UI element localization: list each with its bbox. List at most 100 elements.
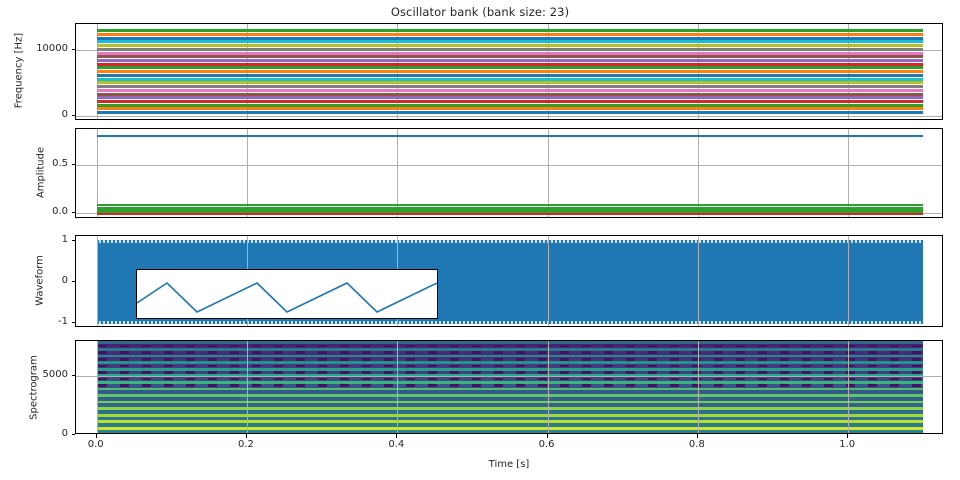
gridline-vertical (96, 236, 98, 326)
oscillator-frequency-line (96, 40, 924, 44)
oscillator-frequency-line (96, 36, 924, 40)
oscillator-amplitude-line (96, 203, 924, 206)
gridline-vertical (96, 341, 98, 433)
oscillator-frequency-line (96, 85, 924, 89)
oscillator-frequency-line (96, 88, 924, 92)
ytick-mark (71, 375, 75, 377)
spectrogram-harmonic-band (76, 341, 942, 345)
ytick-label: 0.5 (52, 158, 68, 170)
gridline-vertical (397, 129, 399, 217)
spectrogram-noise-floor-row (76, 395, 942, 399)
spectrogram-interharmonic-dashes (76, 364, 942, 368)
ytick-mark (71, 239, 75, 241)
ytick-label: 10000 (36, 42, 68, 54)
xtick-mark (245, 434, 247, 438)
oscillator-frequency-line (96, 32, 924, 36)
spectrogram-interharmonic-dashes (76, 377, 942, 381)
spectrogram-noise-floor-row (76, 425, 942, 429)
spectrogram-noise-floor-row (76, 397, 942, 401)
ytick-mark (71, 434, 75, 435)
spectrogram-noise-floor-row (76, 372, 942, 376)
gridline-vertical (848, 129, 850, 217)
spectrogram-image (76, 341, 942, 433)
ytick-label: 1 (61, 233, 68, 245)
frequency-axes (75, 23, 943, 120)
ytick-label: 0 (61, 275, 68, 286)
ytick-label: 5000 (42, 369, 68, 381)
spectrogram-harmonic-band (76, 420, 942, 424)
triangle-wave-polyline (137, 281, 437, 313)
spectrogram-harmonic-band (76, 400, 942, 404)
spectrogram-harmonic-band (76, 413, 942, 417)
ytick-mark (71, 115, 75, 117)
spectrogram-ylabel: Spectrogram (28, 355, 40, 420)
oscillator-amplitude-line (96, 207, 924, 213)
oscillator-amplitude-line (96, 134, 924, 137)
ytick-label: 0 (61, 428, 68, 439)
ytick-mark (71, 281, 75, 282)
xtick-label: 0.0 (87, 439, 104, 450)
spectrogram-noise-floor-row (76, 342, 942, 346)
gridline-vertical (697, 236, 699, 326)
spectrogram-interharmonic-dashes (76, 371, 942, 374)
frequency-ylabel: Frequency [Hz] (13, 32, 25, 109)
spectrogram-interharmonic-dashes (76, 344, 942, 348)
amplitude-plot-area (76, 129, 942, 217)
gridline-vertical (246, 341, 248, 433)
oscillator-frequency-line (96, 99, 924, 103)
oscillator-frequency-line (96, 92, 924, 96)
gridline-vertical (246, 129, 248, 217)
spectrogram-harmonic-band (76, 374, 942, 378)
spectrogram-harmonic-band (76, 367, 942, 371)
oscillator-frequency-line (96, 103, 924, 107)
oscillator-frequency-line (96, 55, 924, 59)
oscillator-frequency-line (96, 47, 924, 51)
spectrogram-noise-floor-row (76, 391, 942, 395)
spectrogram-harmonic-band (76, 348, 942, 351)
spectrogram-noise-floor-row (76, 409, 942, 413)
gridline-horizontal (76, 165, 942, 167)
oscillator-frequency-line (96, 66, 924, 70)
xtick-mark (696, 434, 698, 438)
oscillator-frequency-line (96, 51, 924, 55)
oscillator-frequency-line (96, 111, 924, 115)
gridline-horizontal (76, 376, 942, 378)
oscillator-frequency-line (96, 44, 924, 48)
spectrogram-noise-floor-row (76, 423, 942, 427)
spectrogram-noise-floor-row (76, 429, 942, 433)
page-title: Oscillator bank (bank size: 23) (390, 5, 570, 19)
spectrogram-noise-floor-row (76, 403, 942, 407)
gridline-vertical (848, 341, 850, 433)
ytick-label: -1 (58, 316, 68, 328)
spectrogram-harmonic-band (76, 354, 942, 358)
oscillator-amplitude-line (96, 212, 924, 216)
xtick-mark (847, 434, 849, 438)
ytick-mark (71, 212, 75, 214)
spectrogram-noise-floor-row (76, 389, 942, 393)
spectrogram-harmonic-band (76, 387, 942, 391)
gridline-vertical (547, 129, 549, 217)
oscillator-frequency-line (96, 73, 924, 77)
spectrogram-harmonic-band (76, 407, 942, 411)
spectrogram-noise-floor-row (76, 405, 942, 409)
oscillator-frequency-line (96, 62, 924, 66)
gridline-vertical (397, 341, 399, 433)
xtick-label: 0.2 (238, 439, 254, 450)
spectrogram-axes (75, 340, 943, 434)
amplitude-axes (75, 128, 943, 218)
oscillator-frequency-line (96, 96, 924, 100)
spectrogram-noise-floor-row (76, 411, 942, 415)
xaxis-label: Time [s] (488, 459, 530, 470)
xtick-mark (396, 434, 398, 438)
spectrogram-harmonic-band (76, 427, 942, 430)
xtick-mark (95, 434, 97, 438)
spectrogram-noise-floor-row (76, 415, 942, 419)
gridline-vertical (697, 341, 699, 433)
spectrogram-noise-floor-row (76, 352, 942, 356)
ytick-mark (71, 48, 75, 50)
oscillator-frequency-line (96, 81, 924, 85)
spectrogram-plot-area (76, 341, 942, 433)
spectrogram-noise-floor-row (76, 417, 942, 421)
spectrogram-interharmonic-dashes (76, 384, 942, 387)
gridline-vertical (96, 129, 98, 217)
